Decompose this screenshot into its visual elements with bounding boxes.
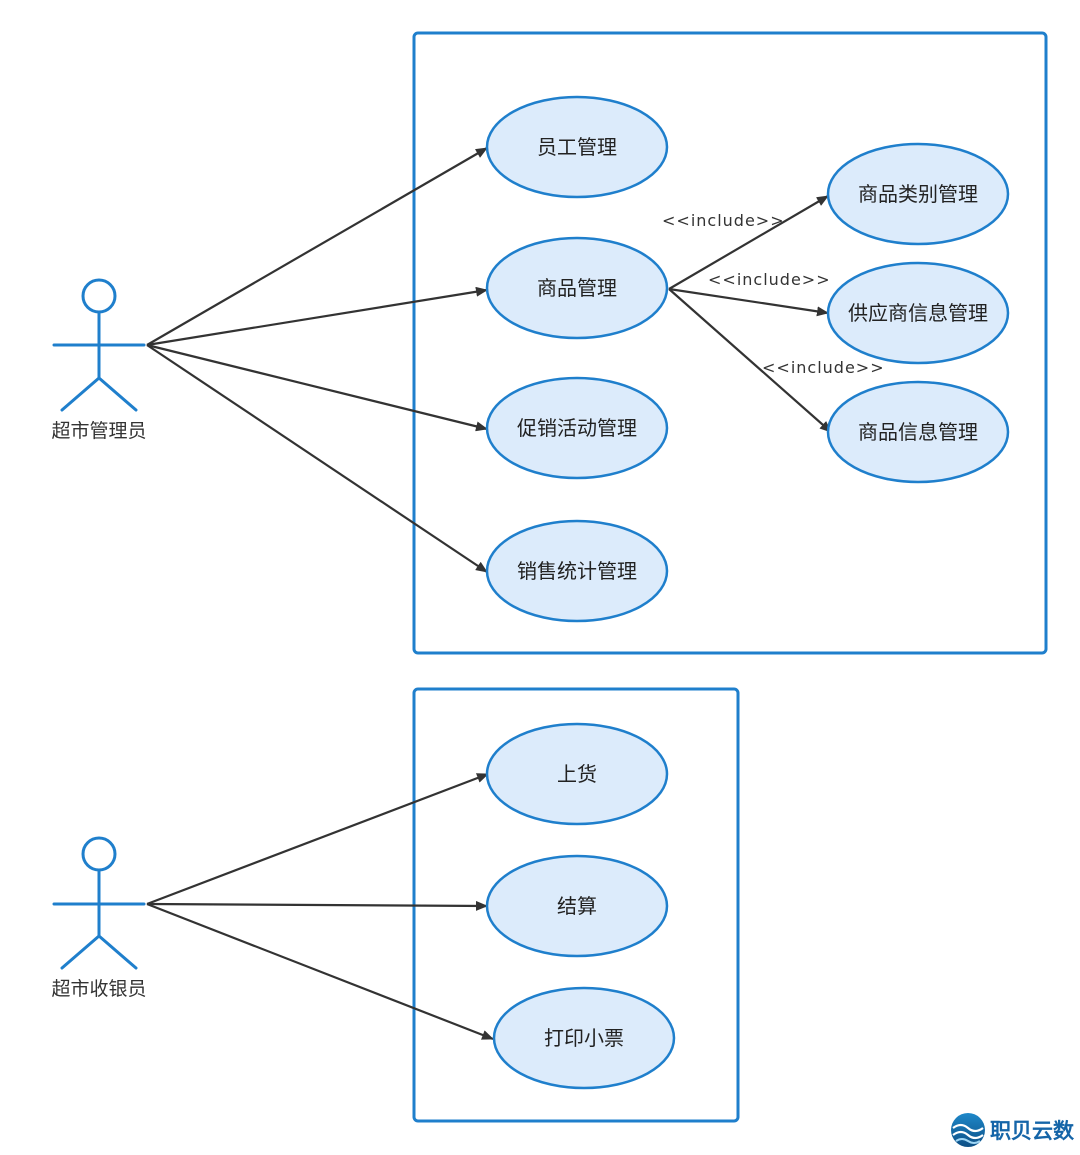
system-boundary-admin [412,31,1048,655]
actor-cashier-label: 超市收银员 [51,978,146,1000]
include-label-category: <<include>> [662,211,785,230]
usecase-receipt-label: 打印小票 [544,1026,624,1050]
usecase-sales-statistics[interactable]: 销售统计管理 [485,519,669,623]
usecase-staff-management[interactable]: 员工管理 [485,95,669,199]
wave-logo-icon [951,1113,985,1147]
include-label-goodsinfo: <<include>> [762,358,885,377]
usecase-category-label: 商品类别管理 [858,182,978,206]
usecase-category-management[interactable]: 商品类别管理 [826,142,1010,246]
usecase-supplier-label: 供应商信息管理 [848,301,988,325]
edge-manager-to-promo [146,343,488,432]
edge-cashier-to-shelve [146,772,489,906]
actor-supermarket-cashier[interactable]: 超市收银员 [51,836,147,1000]
watermark: 职贝云数 [951,1113,1075,1147]
edge-cashier-to-receipt [146,902,494,1041]
usecase-goodsinfo-management[interactable]: 商品信息管理 [826,380,1010,484]
edge-cashier-to-checkout [146,900,488,911]
actor-manager-figure-icon [52,278,146,412]
usecase-goods-management[interactable]: 商品管理 [485,236,669,340]
actor-supermarket-manager[interactable]: 超市管理员 [51,278,147,442]
edge-goods-to-supplier [668,287,829,317]
edge-manager-to-goods [146,286,488,347]
edge-manager-to-staff [146,147,488,346]
usecase-print-receipt[interactable]: 打印小票 [492,986,676,1090]
actor-cashier-figure-icon [52,836,146,970]
usecase-shelve[interactable]: 上货 [485,722,669,826]
include-label-supplier: <<include>> [708,270,831,289]
edge-goods-to-goodsinfo [668,288,832,433]
edge-manager-to-sales [146,344,488,573]
edges-layer [146,147,832,1041]
usecase-promo-label: 促销活动管理 [517,416,637,440]
usecase-checkout-label: 结算 [557,894,597,918]
edge-goods-to-category [668,195,829,290]
usecase-shelve-label: 上货 [557,762,597,786]
usecase-promotion-management[interactable]: 促销活动管理 [485,376,669,480]
usecase-sales-label: 销售统计管理 [517,559,637,583]
usecase-goodsinfo-label: 商品信息管理 [858,420,978,444]
watermark-text: 职贝云数 [990,1119,1075,1143]
usecase-checkout[interactable]: 结算 [485,854,669,958]
usecase-goods-label: 商品管理 [537,276,617,300]
actor-manager-label: 超市管理员 [51,420,146,442]
usecase-staff-label: 员工管理 [537,135,617,159]
usecase-supplier-management[interactable]: 供应商信息管理 [826,261,1010,365]
